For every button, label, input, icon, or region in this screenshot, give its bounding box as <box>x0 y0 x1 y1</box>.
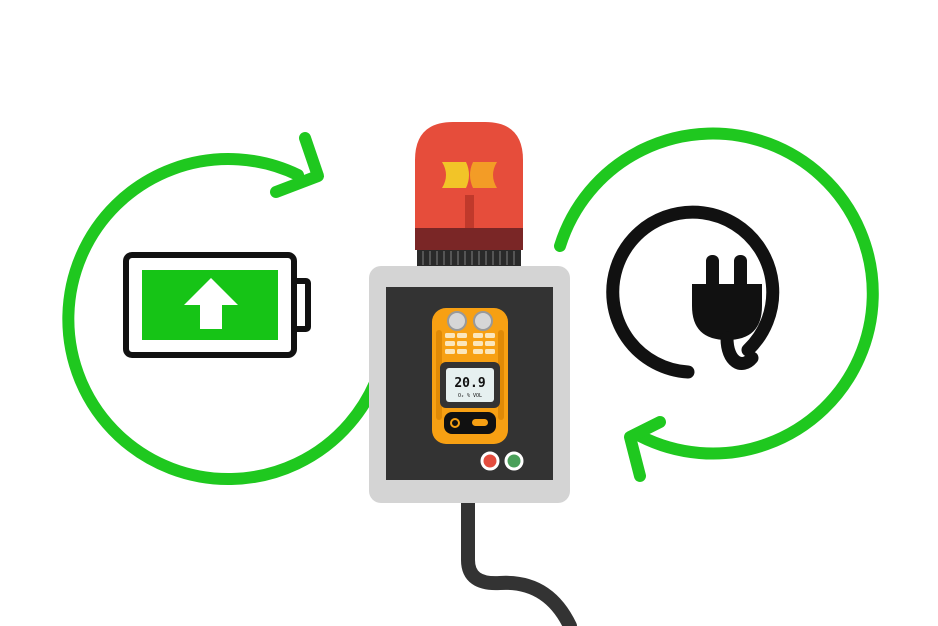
detector-screen <box>446 368 494 402</box>
detector-power-button[interactable] <box>450 418 460 428</box>
gas-detector-device: 20.9 O₂ % VOL <box>432 308 508 444</box>
power-cable <box>461 491 577 626</box>
cycle-arrow-right-icon <box>554 127 879 482</box>
red-stop-button[interactable] <box>480 451 500 471</box>
battery-charging-icon <box>123 252 311 358</box>
cycle-arrow-left-icon <box>62 132 386 486</box>
gas-unit: O₂ % VOL <box>458 393 482 399</box>
sensor-right <box>473 311 493 331</box>
sensor-left <box>447 311 467 331</box>
gas-reading: 20.9 <box>454 376 485 391</box>
alarm-beacon-icon <box>415 122 523 266</box>
detector-mode-button[interactable] <box>472 419 488 426</box>
green-start-button[interactable] <box>504 451 524 471</box>
power-plug-icon <box>606 205 780 379</box>
